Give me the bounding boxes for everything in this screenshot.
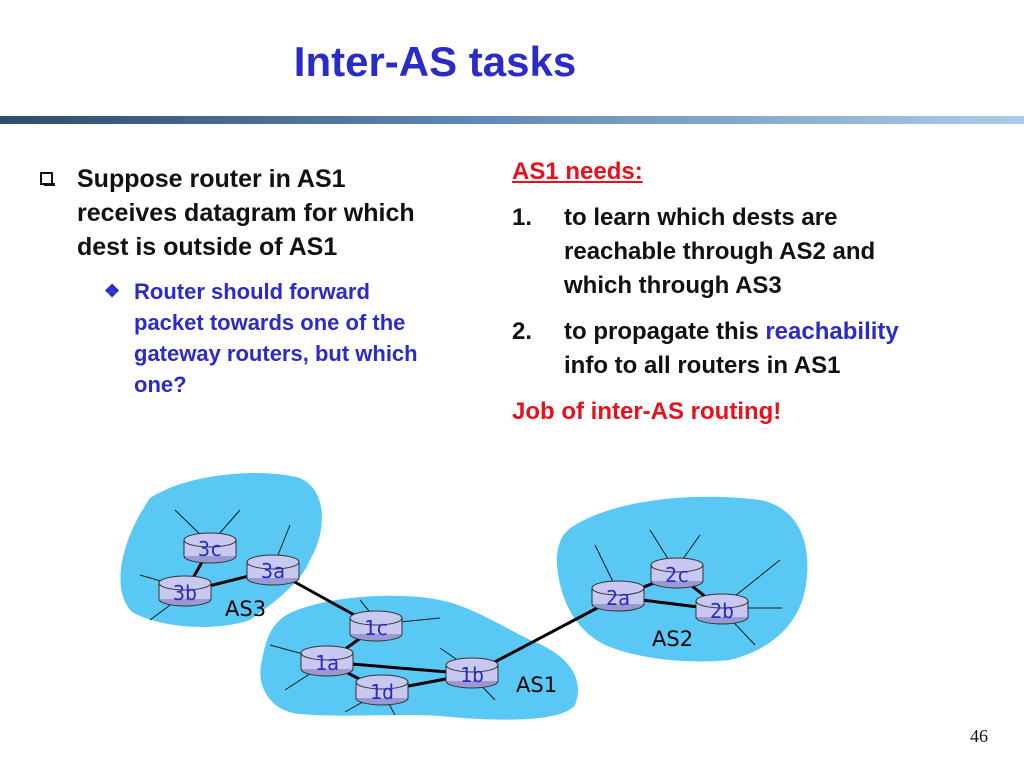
router-2b: 2b xyxy=(695,593,749,625)
router-1c: 1c xyxy=(349,610,403,642)
router-1d: 1d xyxy=(355,674,409,706)
main-bullet-text: Suppose router in AS1 receives datagram … xyxy=(77,165,415,261)
router-2a: 2a xyxy=(591,580,645,612)
as1-label: AS1 xyxy=(516,673,557,697)
as2-label: AS2 xyxy=(652,627,693,651)
list-item-text-post: info to all routers in AS1 xyxy=(564,352,841,379)
square-bullet-icon xyxy=(40,172,55,186)
left-column: Suppose router in AS1 receives datagram … xyxy=(40,162,440,400)
router-label: 2b xyxy=(710,599,734,623)
list-item-text-pre: to propagate this xyxy=(564,318,766,345)
router-label: 3c xyxy=(198,537,222,561)
router-3a: 3a xyxy=(246,554,300,586)
router-3b: 3b xyxy=(158,575,212,607)
title-divider xyxy=(0,116,1024,124)
router-1a: 1a xyxy=(300,645,354,677)
router-2c: 2c xyxy=(650,557,704,589)
reachability-highlight: reachability xyxy=(765,318,899,345)
sub-bullet-text: Router should forward packet towards one… xyxy=(134,279,418,397)
as1-cloud xyxy=(260,595,578,720)
right-column: AS1 needs: 1. to learn which dests are r… xyxy=(512,155,932,429)
main-bullet: Suppose router in AS1 receives datagram … xyxy=(40,162,440,264)
router-label: 1a xyxy=(315,651,339,675)
sub-bullet: ❖ Router should forward packet towards o… xyxy=(104,276,440,400)
list-item-text: to learn which dests are reachable throu… xyxy=(564,204,876,299)
router-label: 3a xyxy=(261,559,285,583)
list-item-1: 1. to learn which dests are reachable th… xyxy=(512,201,932,303)
router-3c: 3c xyxy=(183,532,237,564)
router-label: 1b xyxy=(460,663,484,687)
router-label: 2c xyxy=(665,563,689,587)
conclusion-text: Job of inter-AS routing! xyxy=(512,398,782,425)
router-label: 3b xyxy=(173,581,197,605)
router-label: 1d xyxy=(370,680,394,704)
list-number: 2. xyxy=(512,318,533,345)
slide-title: Inter-AS tasks xyxy=(293,38,577,85)
diamond-bullet-icon: ❖ xyxy=(104,281,121,301)
needs-heading: AS1 needs: xyxy=(512,158,643,185)
as3-label: AS3 xyxy=(225,597,266,621)
list-number: 1. xyxy=(512,204,533,231)
list-item-2: 2. to propagate this reachability info t… xyxy=(512,315,932,383)
page-number: 46 xyxy=(970,726,988,746)
router-label: 1c xyxy=(364,616,388,640)
router-1b: 1b xyxy=(445,657,499,689)
router-label: 2a xyxy=(606,586,630,610)
